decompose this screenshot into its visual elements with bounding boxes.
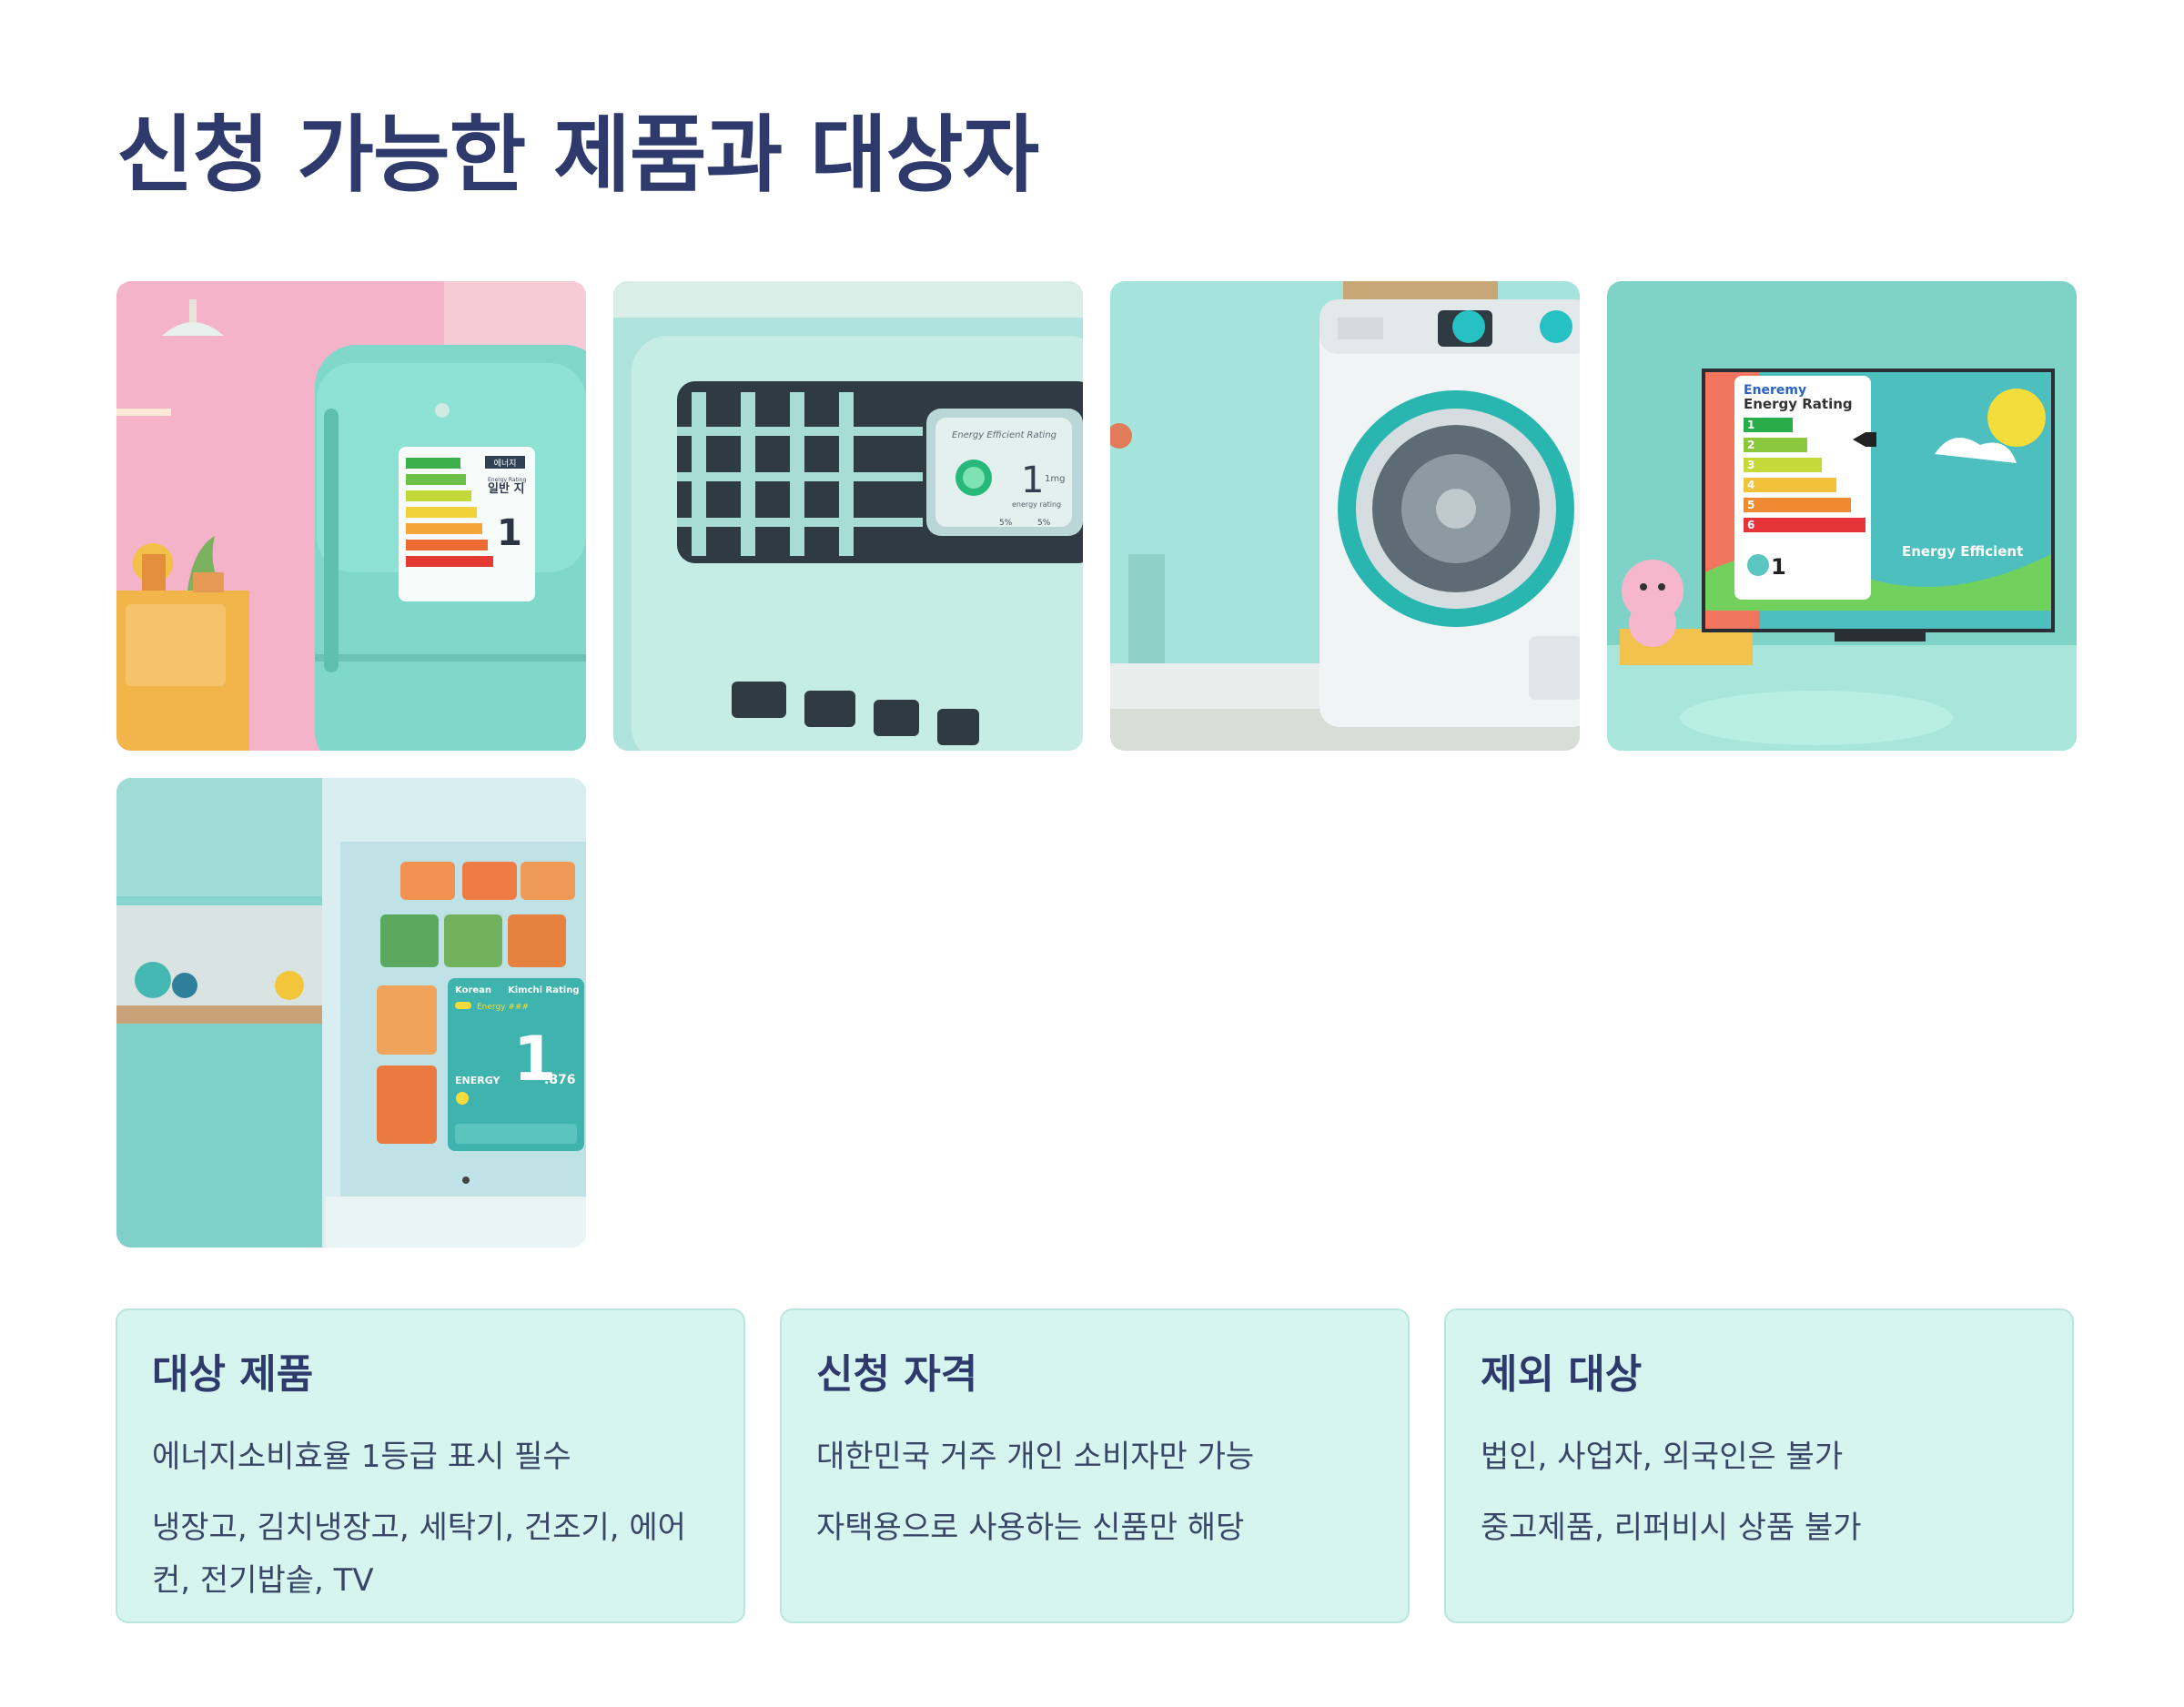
- card-title: 제외 대상: [1481, 1351, 1643, 1398]
- kimchi-brand: Korean: [455, 985, 491, 995]
- kimchi-refrigerator-illustration: Korean Kimchi Rating Energy ### 1 ENERGY…: [116, 778, 586, 1247]
- card-eligibility: 신청 자격 대한민국 거주 개인 소비자만 가능 자택용으로 사용하는 신품만 …: [780, 1308, 1410, 1623]
- aircon-scale-right: 5%: [1037, 519, 1051, 528]
- card-target-products: 대상 제품 에너지소비효율 1등급 표시 필수 냉장고, 김치냉장고, 세탁기,…: [116, 1308, 745, 1623]
- card-title: 대상 제품: [152, 1351, 314, 1398]
- air-conditioner-illustration: Energy Efficient Rating 1 1mg energy rat…: [613, 281, 1083, 751]
- fridge-label-header: 에너지: [494, 459, 517, 469]
- refrigerator-illustration: 에너지 Energy Rating 일반 지 1: [116, 281, 586, 751]
- card-line: 중고제품, 리퍼비시 상품 불가: [1481, 1510, 1862, 1546]
- aircon-unit: 1mg: [1045, 474, 1065, 484]
- kimchi-title: Kimchi Rating: [508, 985, 580, 995]
- product-image-grid: 에너지 Energy Rating 일반 지 1 Energy Effic: [116, 281, 2080, 1250]
- washing-machine-illustration: [1110, 281, 1580, 751]
- image-kimchi-refrigerator: Korean Kimchi Rating Energy ### 1 ENERGY…: [116, 778, 586, 1247]
- tv-tag: Energy Efficient: [1902, 543, 2023, 560]
- tv-grade-1: 1: [1747, 419, 1754, 431]
- aircon-panel-title: Energy Efficient Rating: [952, 430, 1057, 440]
- tv-label-title-a: Eneremy: [1744, 383, 1806, 398]
- kimchi-rating: 1: [513, 1024, 556, 1096]
- tv-grade-bars: [1744, 418, 1866, 532]
- aircon-caption: energy rating: [1012, 500, 1061, 509]
- page-title: 신청 가능한 제품과 대상자: [116, 106, 1039, 204]
- aircon-rating: 1: [1021, 460, 1044, 501]
- fridge-label-kor: 일반 지: [488, 481, 524, 496]
- tv-grade-5: 5: [1747, 499, 1754, 511]
- card-title: 신청 자격: [816, 1351, 978, 1398]
- fridge-label-title: Energy Rating: [488, 477, 526, 483]
- image-refrigerator: 에너지 Energy Rating 일반 지 1: [116, 281, 586, 751]
- image-washing-machine: [1110, 281, 1580, 751]
- kimchi-jars: [377, 862, 575, 1144]
- card-line: 법인, 사업자, 외국인은 불가: [1481, 1439, 1844, 1475]
- kimchi-sub: Energy ###: [477, 1003, 529, 1012]
- tv-label-title-b: Energy Rating: [1744, 396, 1853, 412]
- tv-rating: 1: [1771, 554, 1786, 580]
- tv-illustration: Eneremy Energy Rating 1 2 3 4 5 6 1 En: [1607, 281, 2077, 751]
- card-line: 대한민국 거주 개인 소비자만 가능: [816, 1439, 1255, 1475]
- card-line: 냉장고, 김치냉장고, 세탁기, 건조기, 에어컨, 전기밥솥, TV: [152, 1510, 686, 1599]
- image-tv: Eneremy Energy Rating 1 2 3 4 5 6 1 En: [1607, 281, 2077, 751]
- aircon-scale-left: 5%: [999, 519, 1013, 528]
- card-line: 자택용으로 사용하는 신품만 해당: [816, 1510, 1245, 1546]
- tv-grade-3: 3: [1747, 459, 1754, 471]
- image-air-conditioner: Energy Efficient Rating 1 1mg energy rat…: [613, 281, 1083, 751]
- tv-grade-4: 4: [1747, 479, 1754, 491]
- card-exclusions: 제외 대상 법인, 사업자, 외국인은 불가 중고제품, 리퍼비시 상품 불가: [1444, 1308, 2074, 1623]
- tv-grade-2: 2: [1747, 439, 1754, 451]
- card-line: 에너지소비효율 1등급 표시 필수: [152, 1439, 571, 1475]
- fridge-rating: 1: [497, 512, 522, 554]
- tv-grade-6: 6: [1747, 519, 1754, 531]
- kimchi-value: .876: [544, 1073, 576, 1087]
- kimchi-energy-label: ENERGY: [455, 1075, 500, 1086]
